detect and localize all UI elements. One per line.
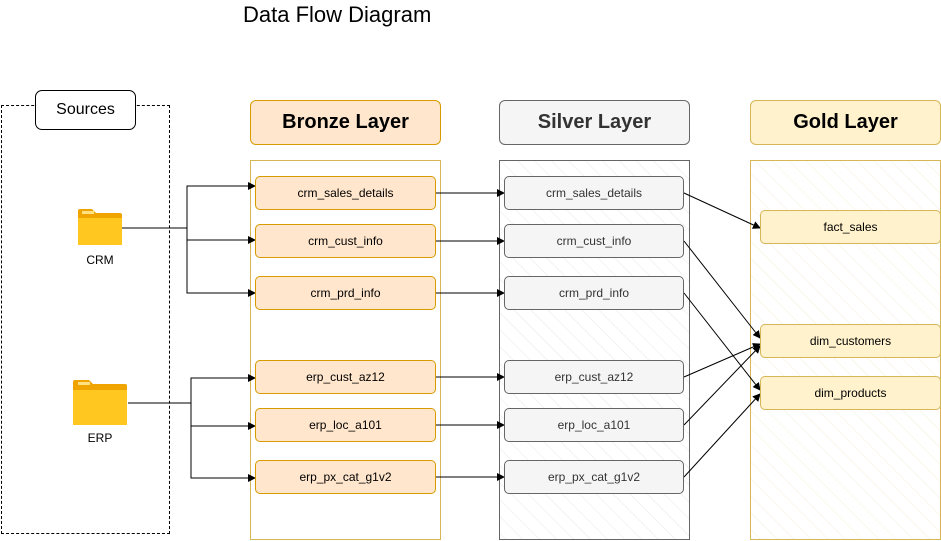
gold-node-dim-customers: dim_customers — [760, 324, 941, 358]
sources-label: Sources — [35, 90, 136, 130]
silver-node-crm-sales-details: crm_sales_details — [504, 176, 684, 210]
gold-layer-header: Gold Layer — [750, 100, 941, 145]
crm-links — [122, 182, 256, 297]
silver-node-crm-prd-info: crm_prd_info — [504, 276, 684, 310]
bronze-node-crm-prd-info: crm_prd_info — [255, 276, 436, 310]
bronze-node-crm-sales-details: crm_sales_details — [255, 176, 436, 210]
silver-to-gold-links — [683, 192, 761, 478]
gold-node-fact-sales: fact_sales — [760, 210, 941, 244]
bronze-layer-header: Bronze Layer — [250, 100, 441, 145]
bronze-to-silver-links — [436, 189, 505, 481]
gold-node-dim-products: dim_products — [760, 376, 941, 410]
silver-node-erp-px-cat-g1v2: erp_px_cat_g1v2 — [504, 460, 684, 494]
silver-node-crm-cust-info: crm_cust_info — [504, 224, 684, 258]
bronze-node-erp-px-cat-g1v2: erp_px_cat_g1v2 — [255, 460, 436, 494]
erp-links — [128, 374, 256, 482]
bronze-node-crm-cust-info: crm_cust_info — [255, 224, 436, 258]
bronze-node-erp-cust-az12: erp_cust_az12 — [255, 360, 436, 394]
crm-folder-icon — [78, 209, 122, 245]
bronze-node-erp-loc-a101: erp_loc_a101 — [255, 408, 436, 442]
silver-node-erp-cust-az12: erp_cust_az12 — [504, 360, 684, 394]
crm-label: CRM — [86, 253, 114, 267]
page-title: Data Flow Diagram — [243, 2, 432, 27]
sources-frame — [1, 105, 170, 534]
erp-label: ERP — [87, 431, 113, 445]
silver-node-erp-loc-a101: erp_loc_a101 — [504, 408, 684, 442]
silver-layer-header: Silver Layer — [499, 100, 690, 145]
erp-folder-icon — [73, 380, 127, 425]
